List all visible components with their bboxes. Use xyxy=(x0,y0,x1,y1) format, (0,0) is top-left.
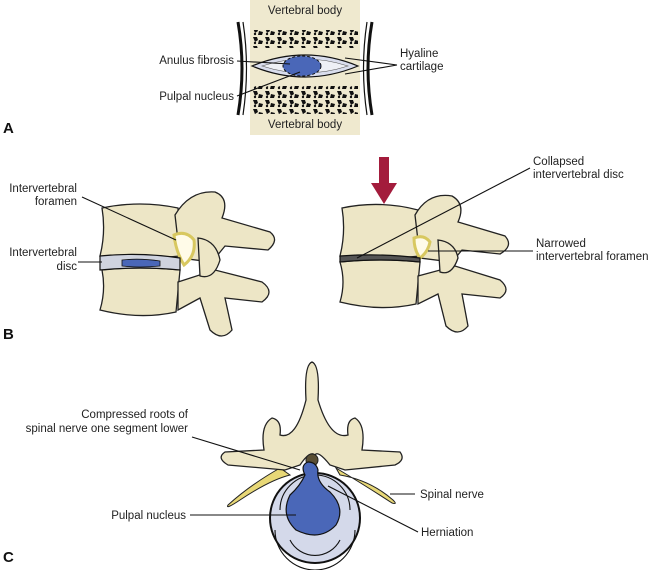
label-narrowed-2: intervertebral foramen xyxy=(536,251,649,263)
panel-b-collapsed-vertebrae: Collapsed intervertebral disc Narrowed i… xyxy=(339,156,649,333)
upper-vertebral-body xyxy=(99,203,181,259)
panel-a: Vertebral body Vertebral body Anulus fib… xyxy=(3,0,443,137)
label-hyaline-1: Hyaline xyxy=(400,48,438,60)
right-ligament xyxy=(366,21,374,116)
label-vertebral-body-bottom: Vertebral body xyxy=(268,119,342,131)
label-pulpal-nucleus-c: Pulpal nucleus xyxy=(111,510,186,522)
label-compressed-2: spinal nerve one segment lower xyxy=(26,423,189,435)
label-herniation: Herniation xyxy=(421,527,473,539)
label-spinal-nerve: Spinal nerve xyxy=(420,489,484,501)
spinal-nerve-right xyxy=(334,466,396,505)
label-collapsed-2: intervertebral disc xyxy=(533,169,624,181)
lower-vertebral-body xyxy=(99,267,181,317)
cancellous-bone-bottom xyxy=(252,86,358,114)
label-foramen-2: foramen xyxy=(35,196,77,208)
compression-arrow-icon xyxy=(371,157,397,204)
label-vertebral-body-top: Vertebral body xyxy=(268,5,342,17)
spinal-nerve-left xyxy=(227,467,292,508)
panel-letter-b: B xyxy=(3,326,14,343)
panel-c-herniation: Compressed roots of spinal nerve one seg… xyxy=(3,361,484,570)
label-disc-2: disc xyxy=(57,261,78,273)
label-hyaline-2: cartilage xyxy=(400,61,443,73)
label-collapsed-1: Collapsed xyxy=(533,156,584,168)
label-pulpal-nucleus-a: Pulpal nucleus xyxy=(159,91,234,103)
panel-b-healthy-vertebrae: Intervertebral foramen Intervertebral di… xyxy=(3,183,276,343)
cancellous-bone-top xyxy=(252,30,358,48)
label-anulus-fibrosis: Anulus fibrosis xyxy=(159,55,234,67)
pulpal-nucleus-herniated xyxy=(285,461,341,536)
intervertebral-foramen-healthy xyxy=(172,231,196,268)
left-ligament xyxy=(236,21,244,116)
label-disc-1: Intervertebral xyxy=(9,247,77,259)
lower-processes xyxy=(177,269,270,337)
label-narrowed-1: Narrowed xyxy=(536,238,586,250)
panel-letter-c: C xyxy=(3,549,14,566)
pulpal-nucleus-a xyxy=(282,55,322,77)
label-compressed-1: Compressed roots of xyxy=(81,409,189,421)
narrowed-foramen xyxy=(412,235,432,261)
label-foramen-1: Intervertebral xyxy=(9,183,77,195)
lower-vertebral-body-collapsed xyxy=(339,259,421,309)
panel-letter-a: A xyxy=(3,120,14,137)
